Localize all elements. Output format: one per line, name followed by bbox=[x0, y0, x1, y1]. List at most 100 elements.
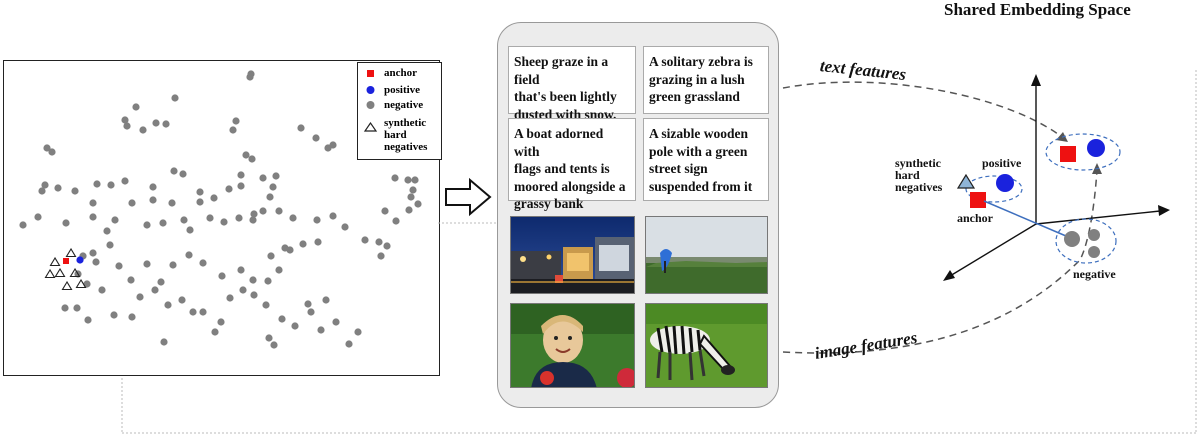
negative-point bbox=[224, 184, 233, 193]
negative-point bbox=[178, 169, 187, 178]
negative-point bbox=[217, 271, 226, 280]
negative-point bbox=[161, 119, 170, 128]
negative-point bbox=[188, 307, 197, 316]
negative-point bbox=[340, 222, 349, 231]
caption-card-1: Sheep graze in a field that's been light… bbox=[508, 46, 636, 122]
y-axis-arrowhead bbox=[943, 270, 955, 281]
negative-point bbox=[382, 241, 391, 250]
anchor-negative-link bbox=[983, 200, 1067, 237]
embedding-synthetic-label-3: negatives bbox=[895, 180, 943, 194]
x-axis bbox=[1035, 210, 1161, 225]
sample-pairs-panel: Sheep graze in a field that's been light… bbox=[497, 22, 779, 408]
negative-point bbox=[374, 237, 383, 246]
negative-point bbox=[264, 333, 273, 342]
caption-2-line-2: grazing in a lush bbox=[649, 71, 745, 87]
photo-child bbox=[510, 303, 635, 388]
negative-point bbox=[306, 307, 315, 316]
caption-2-line-1: A solitary zebra is bbox=[649, 54, 753, 69]
text-feature-arc bbox=[782, 81, 1067, 141]
caption-4-line-2: pole with a green bbox=[649, 143, 748, 159]
x-axis-arrowhead bbox=[1158, 205, 1170, 216]
negative-point bbox=[248, 275, 257, 284]
caption-2-line-3: green grassland bbox=[649, 89, 740, 104]
synthetic-hard-negative-point bbox=[75, 278, 86, 288]
negative-point bbox=[131, 102, 140, 111]
embedding-anchor-label: anchor bbox=[957, 211, 993, 225]
legend-markers bbox=[363, 70, 378, 132]
negative-point bbox=[106, 180, 115, 189]
caption-1-line-2: that's been lightly bbox=[514, 89, 617, 104]
caption-3-line-2: flags and tents is bbox=[514, 161, 610, 176]
zebra-image bbox=[646, 304, 767, 387]
legend-positive-marker bbox=[366, 86, 375, 94]
negative-point bbox=[413, 199, 422, 208]
upper-anchor-marker bbox=[1060, 146, 1076, 162]
negative-point bbox=[88, 212, 97, 221]
negative-point bbox=[410, 175, 419, 184]
negative-point bbox=[138, 125, 147, 134]
caption-card-3: A boat adorned with flags and tents is m… bbox=[508, 118, 636, 211]
caption-3-line-1: A boat adorned with bbox=[514, 126, 604, 159]
negative-point bbox=[42, 143, 51, 152]
negative-point bbox=[61, 218, 70, 227]
negative-point bbox=[169, 166, 178, 175]
negative-point bbox=[127, 198, 136, 207]
negative-point bbox=[122, 121, 131, 130]
negative-point bbox=[82, 279, 91, 288]
legend-synthetic-label-3: negatives bbox=[384, 141, 428, 153]
negative-point bbox=[110, 215, 119, 224]
negative-point bbox=[209, 193, 218, 202]
embedding-negative-label: negative bbox=[1073, 267, 1116, 281]
negative-point bbox=[198, 307, 207, 316]
embedding-positive-label: positive bbox=[982, 156, 1022, 170]
caption-1-line-1: Sheep graze in a field bbox=[514, 54, 609, 87]
negative-point bbox=[353, 327, 362, 336]
negative-point bbox=[277, 314, 286, 323]
negative-point bbox=[127, 312, 136, 321]
negative-point bbox=[47, 147, 56, 156]
negative-point bbox=[179, 215, 188, 224]
negative-point bbox=[344, 339, 353, 348]
negative-point bbox=[148, 195, 157, 204]
negative-point bbox=[184, 250, 193, 259]
negative-point bbox=[238, 285, 247, 294]
negative-point bbox=[274, 265, 283, 274]
negative-point bbox=[219, 217, 228, 226]
negative-point bbox=[126, 275, 135, 284]
caption-3-line-3: moored alongside a bbox=[514, 178, 626, 194]
negative-point bbox=[70, 186, 79, 195]
negative-point bbox=[266, 251, 275, 260]
photo-field-kite bbox=[645, 216, 768, 294]
negative-cluster-ring bbox=[1055, 218, 1117, 264]
block-arrow-shape bbox=[445, 177, 492, 217]
negative-point bbox=[120, 176, 129, 185]
synthetic-hard-negative-point bbox=[44, 268, 55, 278]
negative-point bbox=[195, 187, 204, 196]
negative-point bbox=[33, 212, 42, 221]
child-image bbox=[511, 304, 634, 387]
negative-point bbox=[241, 150, 250, 159]
caption-1-line-3: dusted with snow. bbox=[514, 106, 617, 122]
negative-point bbox=[205, 213, 214, 222]
negative-point bbox=[265, 192, 274, 201]
photo-zebra bbox=[645, 303, 768, 388]
negative-point bbox=[406, 192, 415, 201]
negative-point bbox=[376, 251, 385, 260]
synthetic-hard-negative-point bbox=[61, 280, 72, 290]
negative-point bbox=[148, 182, 157, 191]
scatter-plot bbox=[18, 69, 422, 349]
negative-point bbox=[228, 125, 237, 134]
anchor-point bbox=[62, 257, 69, 264]
positive-point bbox=[75, 255, 84, 264]
y-axis bbox=[949, 223, 1037, 277]
negative-point bbox=[258, 206, 267, 215]
negative-point bbox=[249, 209, 258, 218]
photo-city-street bbox=[510, 216, 635, 294]
z-axis-arrowhead bbox=[1031, 74, 1041, 86]
negative-point bbox=[105, 240, 114, 249]
caption-4-line-3: street sign bbox=[649, 161, 708, 176]
legend-synthetic-marker bbox=[363, 121, 378, 132]
image-feature-arc bbox=[782, 169, 1098, 354]
caption-card-2: A solitary zebra is grazing in a lush gr… bbox=[643, 46, 769, 114]
